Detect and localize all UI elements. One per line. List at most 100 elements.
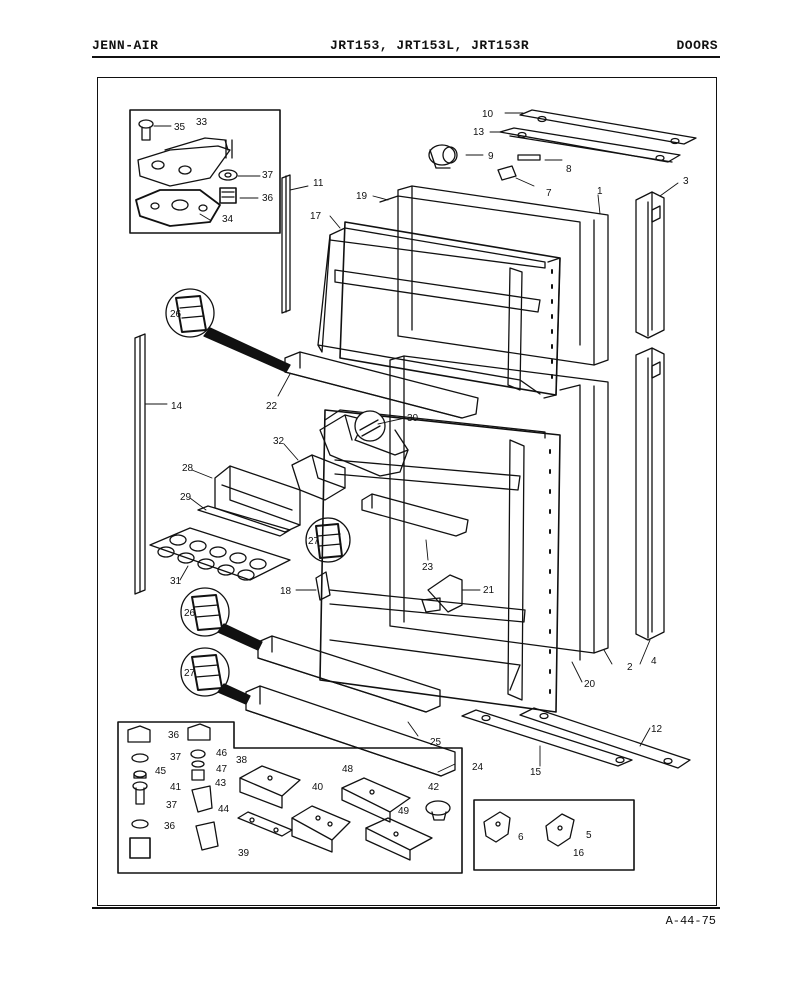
callout-34: 34 <box>222 214 234 225</box>
callout-12: 12 <box>651 724 663 735</box>
top-hinge-icon <box>137 137 233 187</box>
callout-24: 24 <box>472 762 484 773</box>
butter-door-icon <box>197 505 291 537</box>
callout-48: 48 <box>342 764 354 775</box>
callout-4: 4 <box>651 656 657 667</box>
callout-37-low: 37 <box>166 800 178 811</box>
callout-39: 39 <box>238 848 250 859</box>
bottom-hinge-inset <box>117 721 463 874</box>
callout-28: 28 <box>182 463 194 474</box>
callout-38: 38 <box>236 755 248 766</box>
hinge-6-icon <box>483 811 511 843</box>
callout-27-low: 27 <box>184 668 196 679</box>
callout-labels: 1 2 3 4 5 6 7 8 9 10 11 12 13 14 15 16 1… <box>155 109 689 859</box>
fresh-food-door-liner <box>319 409 561 713</box>
washer-icon <box>131 749 206 768</box>
freezer-door-liner <box>317 221 561 399</box>
lower-shelf-rail <box>257 635 441 713</box>
bottom-bracket-15 <box>461 709 633 767</box>
shelf-retainer-icon <box>421 574 463 613</box>
washer-icon <box>218 169 238 181</box>
header-rule <box>92 56 720 58</box>
callout-14: 14 <box>171 401 183 412</box>
callout-47: 47 <box>216 764 228 775</box>
callout-45: 45 <box>155 766 167 777</box>
bracket-38-icon <box>239 765 301 809</box>
callout-37-top: 37 <box>262 170 274 181</box>
leader-lines <box>144 112 679 773</box>
callout-8: 8 <box>566 164 572 175</box>
callout-30: 30 <box>407 413 419 424</box>
callout-1: 1 <box>597 186 603 197</box>
bracket-49-icon <box>365 817 433 861</box>
callout-41: 41 <box>170 782 182 793</box>
callout-22: 22 <box>266 401 278 412</box>
pin-icon <box>517 154 541 161</box>
detail-balloon-26-low <box>180 587 263 651</box>
detail-balloon-26-top <box>165 288 291 373</box>
diagram-frame <box>97 77 717 906</box>
top-hinge-inset <box>129 109 281 234</box>
callout-25: 25 <box>430 737 442 748</box>
hinge-pin-icon <box>132 781 148 805</box>
diagram-code: A-44-75 <box>665 914 716 928</box>
callout-6: 6 <box>518 832 524 843</box>
callout-29: 29 <box>180 492 192 503</box>
callout-31: 31 <box>170 576 182 587</box>
detail-balloon-27-mid <box>305 517 351 563</box>
callout-44: 44 <box>218 804 230 815</box>
bottom-bracket-12 <box>519 707 691 769</box>
callout-2: 2 <box>627 662 633 673</box>
callout-26-low: 26 <box>184 608 196 619</box>
callout-46: 46 <box>216 748 228 759</box>
callout-21: 21 <box>483 585 495 596</box>
hinge-shim-icon <box>135 189 221 227</box>
hinge-5-icon <box>545 813 575 847</box>
top-bracket-13 <box>499 127 681 163</box>
callout-5: 5 <box>586 830 592 841</box>
callout-33: 33 <box>196 117 208 128</box>
bracket-48-icon <box>341 777 411 823</box>
callout-19: 19 <box>356 191 368 202</box>
right-hinge-inset <box>473 799 635 871</box>
side-trim-3 <box>635 191 665 339</box>
callout-37-mid: 37 <box>170 752 182 763</box>
middle-shelf-rail <box>361 493 469 537</box>
brand-label: JENN-AIR <box>92 38 159 53</box>
hinge-cap-icon <box>127 723 211 743</box>
egg-tray-icon <box>149 527 291 581</box>
callout-26-top: 26 <box>170 309 182 320</box>
side-trim-4 <box>635 347 665 641</box>
callout-27-mid: 27 <box>308 536 320 547</box>
door-trim-11 <box>281 174 291 314</box>
callout-11: 11 <box>313 178 324 189</box>
callout-16: 16 <box>573 848 585 859</box>
clip-icon <box>497 165 517 181</box>
detail-balloon-27-low <box>180 647 251 705</box>
callout-23: 23 <box>422 562 434 573</box>
bracket-40-icon <box>291 805 351 853</box>
callout-18: 18 <box>280 586 292 597</box>
middle-hinge-icon <box>191 785 219 851</box>
model-numbers: JRT153, JRT153L, JRT153R <box>330 38 530 53</box>
callout-36-mid: 36 <box>168 730 180 741</box>
callout-17: 17 <box>310 211 322 222</box>
plug-42-icon <box>425 800 451 821</box>
hinge-screw-icon <box>138 119 154 141</box>
callout-9: 9 <box>488 151 494 162</box>
freezer-door-panel <box>379 185 609 366</box>
top-bracket-10 <box>519 109 697 145</box>
callout-13: 13 <box>473 127 485 138</box>
section-title: DOORS <box>676 38 718 53</box>
callout-7: 7 <box>546 188 552 199</box>
dairy-compartment <box>319 410 409 477</box>
callout-42: 42 <box>428 782 440 793</box>
callout-43: 43 <box>215 778 227 789</box>
door-trim-14 <box>134 333 146 595</box>
callout-36-top: 36 <box>262 193 274 204</box>
hinge-cover-icon <box>428 144 458 169</box>
footer-rule <box>92 907 720 909</box>
callout-3: 3 <box>683 176 689 187</box>
callout-15: 15 <box>530 767 542 778</box>
